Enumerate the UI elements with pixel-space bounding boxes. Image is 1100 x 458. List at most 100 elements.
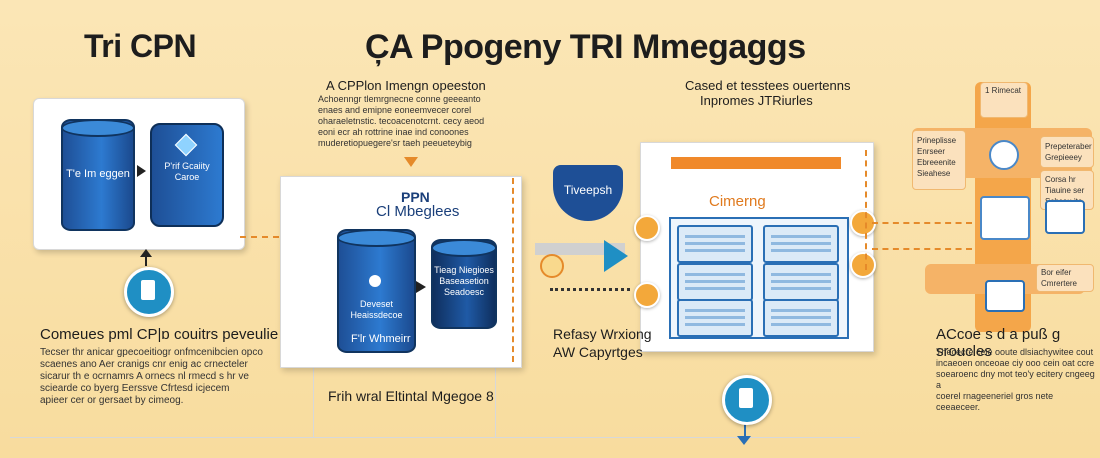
laptop-icon [985, 280, 1025, 312]
down-orange-arrow-icon [404, 157, 418, 167]
rc-note-line1: Cased et tesstees ouertenns [685, 78, 851, 93]
list-d-item: Bor eifer [1041, 268, 1072, 277]
right-caption-line: soearoenc dny mot teo'y ecitery cngeeg a [936, 369, 1095, 390]
list-a: Prineplisse Enrseer Ebreeenite Sieahese [917, 135, 956, 179]
left-caption-line: sciearde co byerg Eerssve Cfrtesd icjece… [40, 383, 230, 394]
center-note-title: A CPPlon Imengn opeeston [326, 78, 486, 93]
center-caption: Frih wral Eltintal Mgegoe 8 [328, 388, 494, 404]
panel-cell [677, 263, 753, 301]
center-note-line: muderetiopuegere'sr taeh peeueteybig [318, 138, 472, 148]
panel-cell [677, 299, 753, 337]
center-note-line: oharaeletnstic. tecoacenotcrnt. cecy aeo… [318, 116, 485, 126]
list-c-item: Tiauine ser [1045, 186, 1085, 195]
center-card-title: Cl Mbeglees [376, 203, 460, 220]
panel-cell [763, 263, 839, 301]
center-connector-right [495, 360, 496, 438]
pn-label: PPN [401, 189, 430, 205]
right-caption-body: Thececre ceie ooute dlsiachywitee cout i… [936, 347, 1096, 413]
rc-side-label1: Refasy Wrxiong [553, 326, 652, 342]
server-icon [980, 196, 1030, 240]
left-db-label: P'rif Gcaiity Caroe [164, 161, 210, 182]
shield-icon: Tiveepsh [553, 165, 623, 221]
panel-cell [763, 225, 839, 263]
right-caption-line: coerel rnageeneriel gros nete ceeaeceer. [936, 391, 1054, 412]
orange-badge-icon [634, 215, 660, 241]
rc-note-line2: Inpromes JTRiurles [700, 93, 813, 108]
play-arrow-icon [604, 240, 628, 272]
dashed-connector-vertical [512, 178, 514, 362]
center-cyl-left-label: Deveset Heaissdecoe [350, 299, 403, 320]
right-center-card: Cimerng [640, 142, 874, 352]
left-caption-line: sicarur th e ocrnamrs A ornecs nl rmecd … [40, 371, 249, 382]
person-icon [369, 275, 381, 287]
cube-icon [174, 133, 198, 157]
right-caption-line: Thececre ceie ooute dlsiachywitee cout [936, 347, 1094, 357]
list-box-a: Prineplisse Enrseer Ebreeenite Sieahese [912, 130, 966, 190]
left-caption-line: scaenes ano Aer cranigs cnr enig ac crne… [40, 359, 248, 370]
center-cylinder-left: Deveset Heaissdecoe [337, 229, 416, 353]
main-title: C̦A Ppogeny TRI Mmegaggs [365, 28, 806, 66]
down-connector [744, 420, 746, 438]
list-c-item: Corsa hr [1045, 175, 1076, 184]
left-caption-line: apieer cer or gersaet by cimeog. [40, 395, 184, 406]
list-a-item: Enrseer [917, 147, 946, 156]
left-card: T'e Im eggen P'rif Gcaiity Caroe [33, 98, 245, 250]
center-connector [313, 360, 314, 438]
panel-cell [677, 225, 753, 263]
list-d: Bor eifer Cmrertere [1041, 267, 1077, 289]
list-b-item: Grepieeey [1045, 153, 1082, 162]
list-a-item: Sieahese [917, 169, 951, 178]
top-box: 1 Rimecat [980, 82, 1028, 118]
left-caption-title: Comeues pml CP|ɒ couitrs peveulie [40, 326, 279, 343]
left-title: Tri CPN [84, 28, 197, 64]
document-icon[interactable] [124, 267, 174, 317]
center-note-line: Achoenngr tlemrgnecne conne geeeanto [318, 94, 481, 104]
down-arrow-icon [737, 436, 751, 445]
bottom-connector [10, 437, 860, 438]
arrow-right-icon [137, 165, 146, 177]
center-note-line: enaes and emipne eoneemvecer corel [318, 105, 472, 115]
warning-icon [540, 254, 564, 278]
left-up-line [145, 252, 147, 266]
left-caption-line: Tecser thr anicar gpecoeitiogr onfmcenib… [40, 347, 263, 358]
dashed-connector [872, 248, 972, 250]
rc-card-title: Cimerng [709, 193, 766, 210]
list-b: Prepeteraber Grepieeey [1045, 141, 1092, 163]
center-cyl-right-label: Tieag Niegioes Baseasetion Seadoesc [434, 265, 494, 297]
top-label: 1 Rimecat [985, 86, 1022, 95]
monitor-icon [1045, 200, 1085, 234]
arrow-right-icon [416, 281, 426, 293]
left-db-box: P'rif Gcaiity Caroe [150, 123, 224, 227]
list-a-item: Ebreeenite [917, 158, 956, 167]
center-bottom-label: F'lr Whmeirr [351, 333, 411, 345]
dotted-connector [550, 288, 630, 291]
center-card: PPN Cl Mbeglees Deveset Heaissdecoe Tiea… [280, 176, 522, 368]
panel-cell [763, 299, 839, 337]
dashed-connector [872, 222, 972, 224]
gear-icon [989, 140, 1019, 170]
list-a-item: Prineplisse [917, 136, 957, 145]
panel-grid [669, 217, 849, 339]
list-box-d: Bor eifer Cmrertere [1036, 264, 1094, 292]
orange-header-bar [671, 157, 841, 169]
right-caption-title: ACcoe s d a puß g sroucles [936, 326, 1061, 360]
dashed-connector [240, 236, 290, 238]
center-note-line: eoni ecr ah rottrine inae ind conoones [318, 127, 469, 137]
left-caption-body: Tecser thr anicar gpecoeitiogr onfmcenib… [40, 347, 280, 407]
left-card-label: T'e Im eggen [66, 168, 130, 180]
gray-connector [535, 243, 625, 255]
orange-badge-icon [634, 282, 660, 308]
orange-badge-icon [850, 252, 876, 278]
left-cylinder-dark: T'e Im eggen [61, 119, 135, 231]
shield-label: Tiveepsh [563, 183, 613, 197]
up-arrow-icon [140, 249, 152, 257]
rc-side-label2: AW Capyrtges [553, 344, 643, 360]
list-b-item: Prepeteraber [1045, 142, 1092, 151]
right-caption-line: incaeoen onceoae ciy ooo cein oat ccre [936, 358, 1095, 368]
dashed-connector-vertical [865, 150, 867, 270]
center-note-body: Achoenngr tlemrgnecne conne geeeanto ena… [318, 94, 518, 149]
list-box-b: Prepeteraber Grepieeey [1040, 136, 1094, 168]
document-icon[interactable] [722, 375, 772, 425]
center-cylinder-right: Tieag Niegioes Baseasetion Seadoesc [431, 239, 497, 329]
list-d-item: Cmrertere [1041, 279, 1078, 288]
